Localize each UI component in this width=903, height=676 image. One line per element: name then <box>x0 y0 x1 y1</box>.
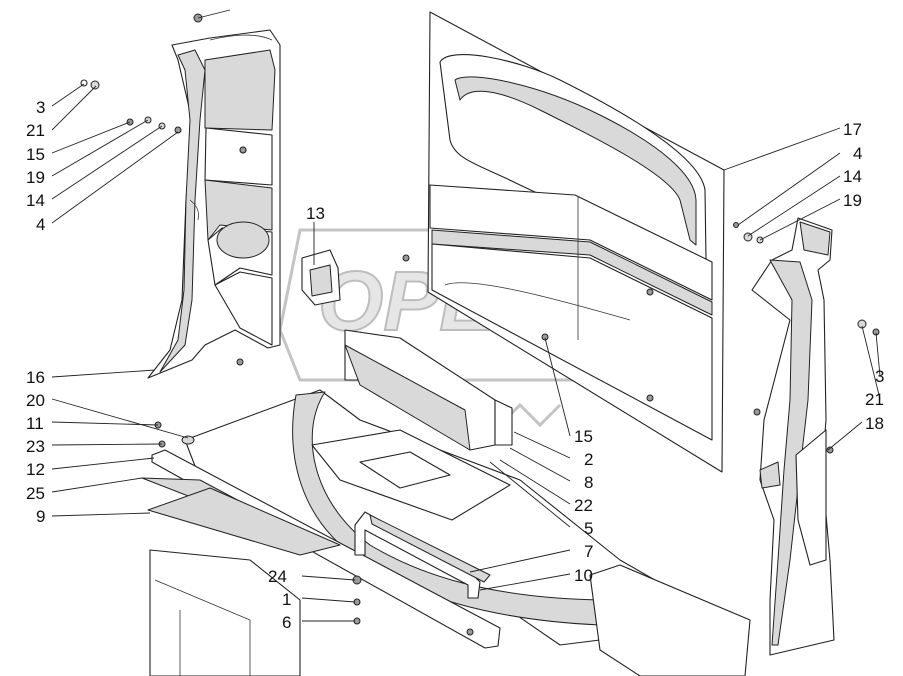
label-left-15: 15 <box>26 145 45 164</box>
label-left-16: 16 <box>26 368 45 387</box>
part-labels: 3 21 15 19 14 4 16 20 11 23 12 25 9 13 2… <box>26 98 884 632</box>
label-right-3: 3 <box>875 367 884 386</box>
label-mid-2: 2 <box>584 450 593 469</box>
leader-lines <box>51 9 881 622</box>
label-left-21: 21 <box>26 121 45 140</box>
label-left-12: 12 <box>26 460 45 479</box>
label-mid-7: 7 <box>584 542 593 561</box>
label-mid-22: 22 <box>574 496 593 515</box>
label-mid-15: 15 <box>574 427 593 446</box>
handle-bar <box>354 511 491 599</box>
label-left-14: 14 <box>26 191 45 210</box>
label-mid-10: 10 <box>574 566 593 585</box>
label-mid-24: 24 <box>268 567 287 586</box>
label-right-18: 18 <box>865 414 884 433</box>
rear-panel <box>402 11 761 473</box>
label-left-25: 25 <box>26 484 45 503</box>
storage-box <box>301 249 513 451</box>
label-left-23: 23 <box>26 437 45 456</box>
label-mid-8: 8 <box>584 473 593 492</box>
label-left-11: 11 <box>26 414 44 433</box>
left-pillar-trim <box>147 29 281 379</box>
label-left-19: 19 <box>26 168 45 187</box>
label-left-20: 20 <box>26 391 45 410</box>
front-trim-strip <box>141 421 501 649</box>
label-mid-6: 6 <box>282 613 291 632</box>
label-right-14: 14 <box>843 167 862 186</box>
label-left-3: 3 <box>36 98 45 117</box>
label-left-4: 4 <box>36 215 45 234</box>
label-right-21: 21 <box>865 390 884 409</box>
label-mid-13: 13 <box>306 204 325 223</box>
label-mid-5: 5 <box>584 519 593 538</box>
label-right-19: 19 <box>843 191 862 210</box>
lower-housing <box>149 549 751 676</box>
label-right-4: 4 <box>853 144 862 163</box>
label-right-17: 17 <box>843 120 862 139</box>
label-left-9: 9 <box>36 507 45 526</box>
label-mid-1: 1 <box>282 590 291 609</box>
right-pillar-trim <box>751 217 835 656</box>
